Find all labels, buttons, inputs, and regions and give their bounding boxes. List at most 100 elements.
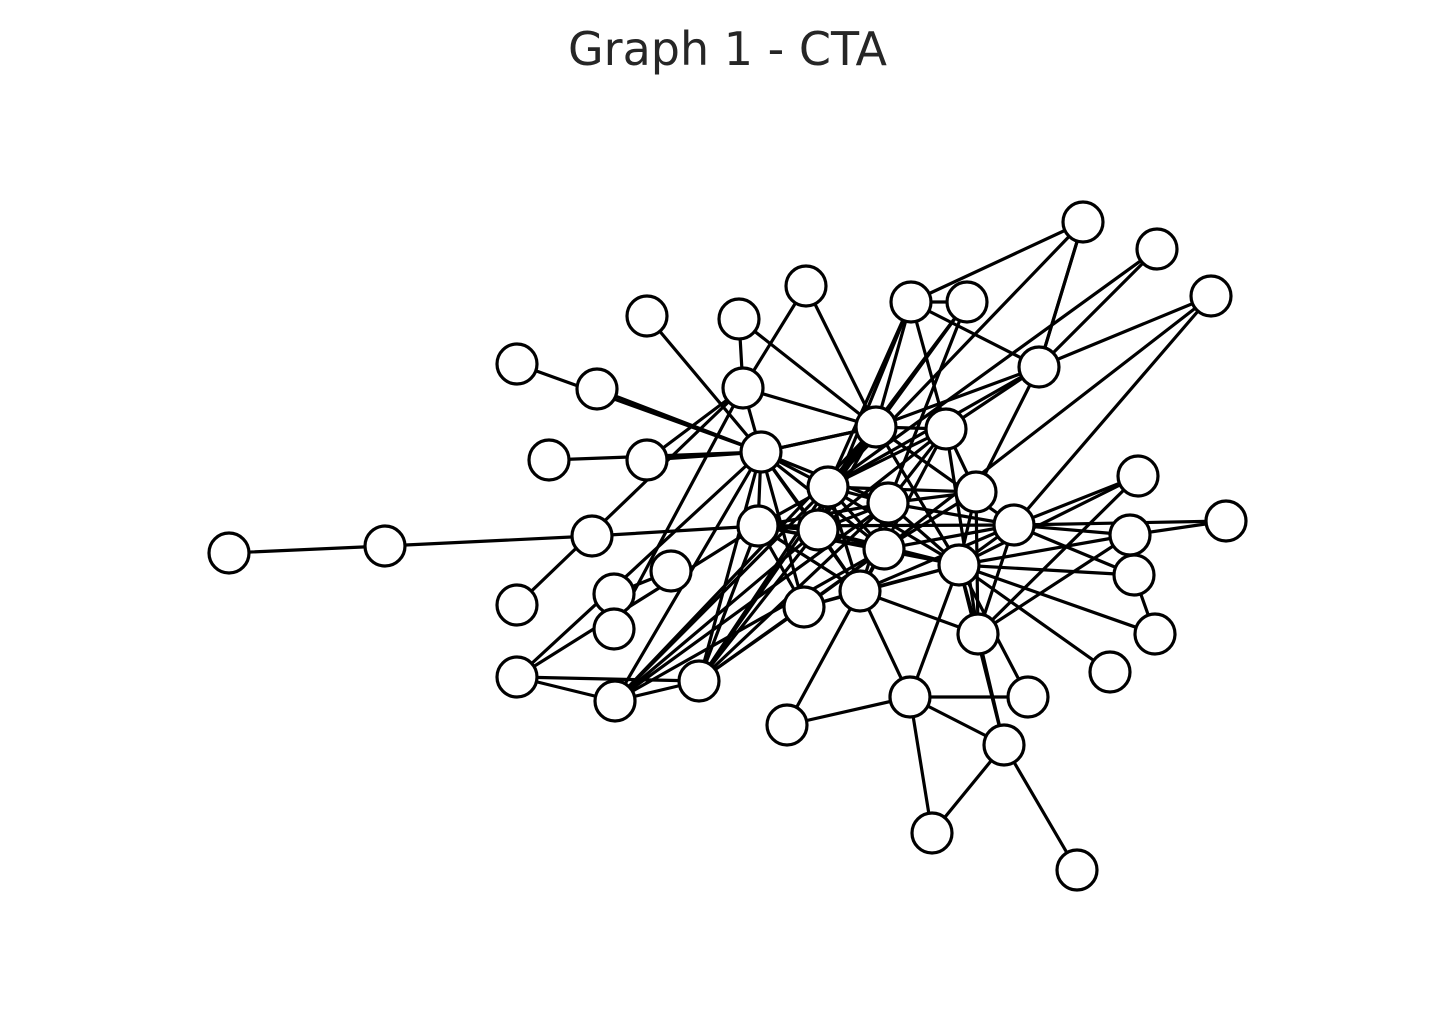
edge-n32-n37 <box>1037 294 1213 369</box>
edge-n12-n21 <box>737 317 878 429</box>
node-n39 <box>956 612 1000 656</box>
edge-n18-n17 <box>515 450 763 679</box>
edge-n48-n50 <box>1002 743 1079 872</box>
node-n26 <box>838 569 882 613</box>
edge-n27-n38 <box>802 563 961 609</box>
graph-title: Graph 1 - CTA <box>568 22 887 76</box>
edge-n46-n49 <box>908 695 934 835</box>
edge-n22-n35 <box>826 247 1159 489</box>
edge-n25-n36 <box>882 523 1016 551</box>
edge-n25-n37 <box>882 294 1213 551</box>
node-n29 <box>945 280 989 324</box>
node-n50 <box>1055 848 1099 892</box>
node-n6 <box>649 549 693 593</box>
edge-n28-n30 <box>909 300 948 431</box>
node-n13 <box>721 366 765 410</box>
edge-n18-n20 <box>515 675 701 683</box>
edge-n38-n43 <box>957 563 1136 577</box>
edge-n30-n39 <box>944 427 980 636</box>
node-n36 <box>992 503 1036 547</box>
node-layer <box>207 200 1248 892</box>
edge-n20-n24 <box>697 528 820 683</box>
node-n48 <box>982 723 1026 767</box>
node-n19 <box>593 679 637 723</box>
edge-n39-n41 <box>976 533 1132 636</box>
edge-n7-n17 <box>515 362 763 454</box>
edge-n38-n45 <box>957 563 1112 674</box>
node-n1 <box>207 531 251 575</box>
edge-n21-n38 <box>874 425 961 567</box>
node-n32 <box>1017 345 1061 389</box>
node-n20 <box>677 659 721 703</box>
edge-n13-n21 <box>741 386 878 429</box>
node-n12 <box>717 297 761 341</box>
node-n8 <box>575 367 619 411</box>
node-n27 <box>782 585 826 629</box>
node-n24 <box>796 508 840 552</box>
edge-n2-n3 <box>383 534 594 548</box>
edge-n32-n35 <box>1037 247 1159 369</box>
node-n34 <box>954 470 998 514</box>
edge-n38-n41 <box>957 533 1132 567</box>
edge-n33-n26 <box>785 589 862 727</box>
edge-n32-n31 <box>1037 220 1085 369</box>
edge-n38-n44 <box>957 563 1157 636</box>
node-n23 <box>866 481 910 525</box>
edge-n29-n21 <box>874 300 969 429</box>
edge-n21-n36 <box>874 425 1016 527</box>
edge-n14-n21 <box>804 284 878 429</box>
node-n4 <box>736 504 780 548</box>
edge-n18-n4 <box>515 524 760 679</box>
edge-n38-n46 <box>908 563 961 699</box>
edge-n28-n21 <box>874 300 913 429</box>
node-n15 <box>495 583 539 627</box>
edge-n32-n34 <box>974 365 1041 494</box>
node-n47 <box>1006 675 1050 719</box>
edge-n17-n20 <box>697 450 763 683</box>
node-n49 <box>910 811 954 855</box>
node-n7 <box>495 342 539 386</box>
edge-n28-n31 <box>909 220 1085 304</box>
edge-n19-n25 <box>613 547 886 703</box>
node-n42 <box>1204 499 1248 543</box>
node-n35 <box>1135 227 1179 271</box>
edge-n32-n21 <box>874 365 1041 429</box>
node-n46 <box>888 675 932 719</box>
edge-n28-n32 <box>909 300 1041 369</box>
node-n3 <box>570 514 614 558</box>
node-n44 <box>1133 612 1177 656</box>
node-n41 <box>1108 513 1152 557</box>
node-n33 <box>765 703 809 747</box>
edge-n15-n13 <box>515 386 745 607</box>
edge-n1-n2 <box>227 544 387 555</box>
edge-n38-n40 <box>957 474 1140 567</box>
node-n21 <box>854 405 898 449</box>
node-n25 <box>862 527 906 571</box>
node-n37 <box>1189 274 1233 318</box>
node-n38 <box>937 543 981 587</box>
node-n40 <box>1116 454 1160 498</box>
node-n10 <box>527 438 571 482</box>
node-n14 <box>784 264 828 308</box>
node-n17 <box>739 430 783 474</box>
node-n31 <box>1061 200 1105 244</box>
edge-n36-n43 <box>1012 523 1136 577</box>
edge-n4-n38 <box>756 524 961 567</box>
node-n16 <box>592 607 636 651</box>
edge-n16-n13 <box>612 386 745 631</box>
edge-n22-n30 <box>826 427 948 489</box>
edge-n24-n30 <box>816 427 948 532</box>
edge-n9-n17 <box>645 314 763 454</box>
node-n30 <box>924 407 968 451</box>
edge-n36-n40 <box>1012 474 1140 527</box>
node-n28 <box>889 280 933 324</box>
node-n22 <box>806 465 850 509</box>
edge-n36-n37 <box>1012 294 1213 527</box>
edge-layer <box>227 220 1228 872</box>
node-n43 <box>1112 553 1156 597</box>
edge-n39-n40 <box>976 474 1140 636</box>
node-n9 <box>625 294 669 338</box>
node-n2 <box>363 524 407 568</box>
node-n18 <box>495 655 539 699</box>
